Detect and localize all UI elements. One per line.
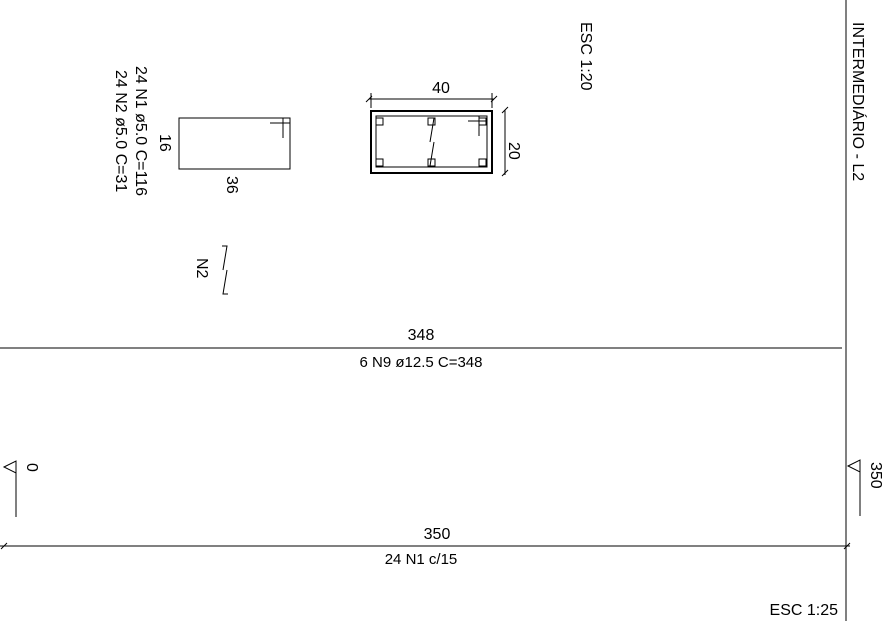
section-width-dim: 40	[432, 80, 450, 97]
right-support-mark: 350	[867, 462, 884, 489]
section-scale-label: ESC 1:20	[577, 22, 594, 91]
stirrup-n2-callout: 24 N2 ø5.0 C=31	[112, 70, 129, 192]
left-support-mark: 0	[23, 463, 40, 472]
n2-label: N2	[193, 258, 210, 279]
left-support-symbol	[2, 460, 17, 517]
stirrup-width-dim: 36	[223, 176, 240, 194]
top-bar-length: 348	[408, 327, 435, 344]
span-dim-label: 350	[424, 526, 451, 543]
stirrup-n1-callout: 24 N1 ø5.0 C=116	[132, 66, 149, 196]
cross-section	[365, 93, 509, 177]
span-dimension	[0, 542, 851, 550]
top-bar-callout: 6 N9 ø12.5 C=348	[360, 354, 483, 371]
stirrup-n1-shape	[178, 117, 291, 170]
element-name-label: INTERMEDIÁRIO - L2	[849, 22, 868, 181]
elevation-scale-label: ESC 1:25	[770, 602, 839, 619]
section-height-dim: 20	[505, 142, 522, 160]
right-support-symbol	[846, 459, 861, 516]
stirrup-spacing-callout: 24 N1 c/15	[385, 551, 458, 568]
stirrup-height-dim: 16	[156, 134, 173, 152]
n2-pin-shape	[222, 245, 228, 295]
